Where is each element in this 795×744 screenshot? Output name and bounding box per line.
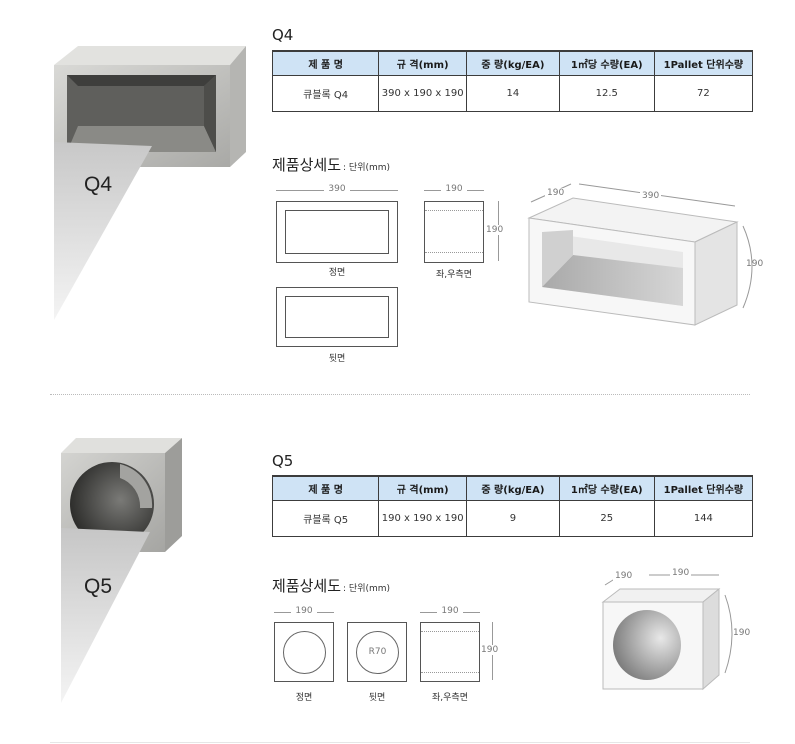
q4-detail-unit: : 단위(mm) bbox=[343, 163, 391, 173]
q4-isometric-drawing bbox=[527, 183, 753, 326]
q4-back-caption: 뒷면 bbox=[328, 354, 346, 364]
q5-detail-heading: 제품상세도: 단위(mm) bbox=[272, 575, 390, 596]
q5-header-per-m2: 1㎡당 수량(EA) bbox=[558, 475, 655, 501]
q5-cell-pallet: 144 bbox=[653, 500, 754, 537]
q4-front-width-dim: 390 bbox=[276, 184, 398, 194]
q4-side-hidden-line-bottom bbox=[425, 252, 483, 253]
q4-front-opening bbox=[285, 210, 389, 254]
q5-iso-height: 190 bbox=[733, 628, 751, 638]
q5-cell-weight: 9 bbox=[466, 500, 560, 537]
q5-front-view bbox=[274, 622, 334, 682]
q5-cell-per-m2: 25 bbox=[558, 500, 655, 537]
q5-back-caption: 뒷면 bbox=[368, 693, 386, 703]
q5-spec-header-row: 제 품 명 규 격(mm) 중 량(kg/EA) 1㎡당 수량(EA) 1Pal… bbox=[271, 475, 754, 501]
q5-isometric-drawing bbox=[601, 574, 733, 691]
q5-product-photo bbox=[61, 438, 182, 703]
bottom-divider bbox=[50, 742, 750, 743]
q4-cell-per-m2: 12.5 bbox=[558, 75, 655, 112]
q4-side-caption: 좌,우측면 bbox=[436, 270, 472, 280]
q4-spec-table: 제 품 명 규 격(mm) 중 량(kg/EA) 1㎡당 수량(EA) 1Pal… bbox=[271, 50, 754, 112]
section-divider bbox=[50, 394, 750, 395]
q4-side-width-dim: 190 bbox=[424, 184, 484, 194]
table-row: 큐블록 Q4 390 x 190 x 190 14 12.5 72 bbox=[271, 75, 754, 112]
q5-product-code: Q5 bbox=[272, 452, 294, 470]
q5-header-size: 규 격(mm) bbox=[378, 475, 468, 501]
q5-back-hole: R70 bbox=[356, 631, 399, 674]
q4-side-height: 190 bbox=[486, 225, 504, 235]
q4-front-caption: 정면 bbox=[328, 268, 346, 278]
q4-big-label: Q4 bbox=[84, 173, 113, 196]
q5-header-weight: 중 량(kg/EA) bbox=[466, 475, 560, 501]
q5-side-hidden-line-bottom bbox=[421, 672, 479, 673]
q5-side-view bbox=[420, 622, 480, 682]
q4-cell-name: 큐블록 Q4 bbox=[271, 75, 380, 112]
q5-front-width-dim: 190 bbox=[274, 606, 334, 616]
q5-cell-name: 큐블록 Q5 bbox=[271, 500, 380, 537]
q5-big-label: Q5 bbox=[84, 575, 113, 598]
q5-spec-table: 제 품 명 규 격(mm) 중 량(kg/EA) 1㎡당 수량(EA) 1Pal… bbox=[271, 475, 754, 537]
q4-front-view bbox=[276, 201, 398, 263]
q4-side-view bbox=[424, 201, 484, 263]
q5-side-width-dim: 190 bbox=[420, 606, 480, 616]
q5-iso-depth: 190 bbox=[613, 571, 635, 581]
q4-back-view bbox=[276, 287, 398, 347]
q5-side-width: 190 bbox=[437, 606, 463, 616]
q5-cell-size: 190 x 190 x 190 bbox=[378, 500, 468, 537]
q4-iso-width: 390 bbox=[640, 191, 662, 201]
q4-header-name: 제 품 명 bbox=[271, 50, 380, 76]
q4-header-size: 규 격(mm) bbox=[378, 50, 468, 76]
q4-side-hidden-line-top bbox=[425, 210, 483, 211]
q4-cell-pallet: 72 bbox=[653, 75, 754, 112]
q4-header-pallet: 1Pallet 단위수량 bbox=[653, 50, 754, 76]
q4-iso-height: 190 bbox=[746, 259, 764, 269]
q4-side-width: 190 bbox=[441, 184, 467, 194]
q5-detail-unit: : 단위(mm) bbox=[343, 584, 391, 594]
q4-spec-header-row: 제 품 명 규 격(mm) 중 량(kg/EA) 1㎡당 수량(EA) 1Pal… bbox=[271, 50, 754, 76]
q5-side-hidden-line-top bbox=[421, 631, 479, 632]
q5-front-width: 190 bbox=[291, 606, 317, 616]
table-row: 큐블록 Q5 190 x 190 x 190 9 25 144 bbox=[271, 500, 754, 537]
q5-front-hole bbox=[283, 631, 326, 674]
q5-header-pallet: 1Pallet 단위수량 bbox=[653, 475, 754, 501]
q5-iso-width: 190 bbox=[670, 568, 692, 578]
q4-detail-title: 제품상세도 bbox=[272, 156, 342, 174]
q5-header-name: 제 품 명 bbox=[271, 475, 380, 501]
q4-product-photo bbox=[54, 46, 246, 320]
q4-product-code: Q4 bbox=[272, 26, 294, 44]
q4-header-weight: 중 량(kg/EA) bbox=[466, 50, 560, 76]
q4-detail-heading: 제품상세도: 단위(mm) bbox=[272, 154, 390, 175]
q5-front-caption: 정면 bbox=[295, 693, 313, 703]
q4-front-width: 390 bbox=[324, 184, 350, 194]
q5-side-height: 190 bbox=[481, 645, 499, 655]
q5-back-view: R70 bbox=[347, 622, 407, 682]
q4-back-opening bbox=[285, 296, 389, 338]
q4-cell-size: 390 x 190 x 190 bbox=[378, 75, 468, 112]
q4-header-per-m2: 1㎡당 수량(EA) bbox=[558, 50, 655, 76]
q5-back-radius: R70 bbox=[368, 647, 387, 657]
q4-cell-weight: 14 bbox=[466, 75, 560, 112]
q5-side-caption: 좌,우측면 bbox=[432, 693, 468, 703]
q5-detail-title: 제품상세도 bbox=[272, 577, 342, 595]
q4-iso-depth: 190 bbox=[545, 188, 567, 198]
